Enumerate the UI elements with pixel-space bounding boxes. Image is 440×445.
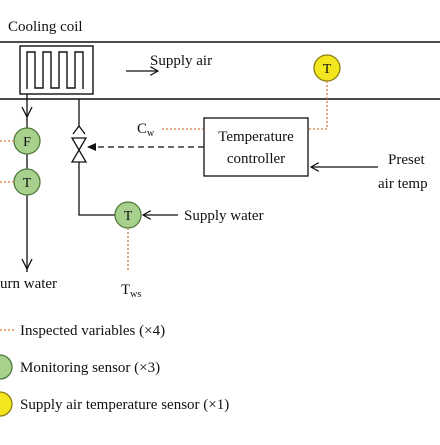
cw-variable: Cw [137, 121, 155, 139]
legend-supply-air-label: Supply air temperature sensor (×1) [20, 397, 229, 413]
return-arrow-head-top [21, 106, 33, 119]
cooling-coil-label: Cooling coil [8, 19, 83, 35]
return-water-label: urn water [0, 276, 57, 292]
cooling-coil-box [19, 45, 94, 95]
legend-monitoring-label: Monitoring sensor (×3) [20, 360, 160, 376]
tws-variable: Tws [121, 282, 141, 300]
control-valve [70, 137, 88, 163]
legend-supply-air-swatch [0, 391, 13, 417]
temperature-controller-box [203, 117, 309, 177]
controller-label-line2: controller [227, 151, 285, 167]
legend-monitoring-swatch [0, 354, 13, 380]
supply-air-label: Supply air [150, 53, 212, 69]
preset-label-line2: air temp [378, 176, 428, 192]
controller-label-line1: Temperature [218, 129, 294, 145]
supply-pipe-arrow-head [72, 124, 86, 135]
supply-water-sensor-letter: T [124, 209, 133, 224]
supply-air-signal-line [309, 81, 328, 130]
supply-pipe-lower [78, 162, 115, 216]
legend-inspected-label: Inspected variables (×4) [20, 323, 165, 339]
supply-air-sensor-letter: T [323, 62, 332, 77]
return-arrow-head-bottom [21, 258, 33, 271]
flow-sensor-letter: F [23, 135, 31, 150]
preset-label-line1: Preset [388, 152, 425, 168]
supply-water-label: Supply water [184, 208, 264, 224]
cooling-coil-serpentine [26, 51, 84, 89]
return-temp-sensor-letter: T [23, 176, 32, 191]
